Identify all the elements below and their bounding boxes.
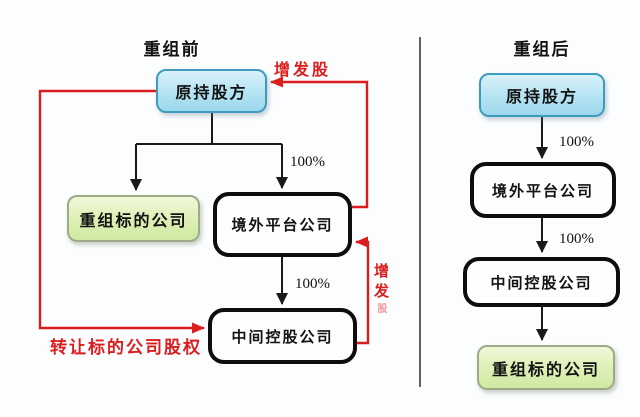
- before-issue-shares-top-label: 增发股: [274, 62, 332, 79]
- after-node-original-holder: 原持股方: [479, 73, 605, 117]
- before-issue-shares-side-arrow: [355, 236, 370, 345]
- before-issue-shares-side-main-text: 增发: [372, 263, 389, 303]
- after-node-intermediate-holding: 中间控股公司: [463, 257, 620, 307]
- before-node-intermediate-holding: 中间控股公司: [208, 308, 357, 364]
- before-issue-shares-top-arrow: [270, 76, 369, 209]
- before-node-original-holder: 原持股方: [156, 69, 267, 113]
- before-pct-to-intermediate-label: 100%: [295, 276, 330, 292]
- after-pct-to-intermediate-label: 100%: [559, 231, 594, 247]
- before-pct-to-offshore-label: 100%: [290, 154, 325, 170]
- before-issue-shares-side-faint-text: 股: [375, 303, 386, 318]
- before-section-title: 重组前: [143, 40, 201, 59]
- before-transfer-equity-label: 转让标的公司股权: [50, 338, 202, 357]
- before-node-offshore-platform: 境外平台公司: [213, 192, 352, 257]
- after-pct-to-offshore-label: 100%: [559, 134, 594, 150]
- after-node-restructure-target: 重组标的公司: [477, 345, 615, 390]
- before-node-restructure-target: 重组标的公司: [67, 195, 200, 242]
- before-issue-shares-side-label: 增发股: [369, 263, 391, 318]
- after-section-title: 重组后: [513, 40, 571, 59]
- after-node-offshore-platform: 境外平台公司: [470, 162, 616, 218]
